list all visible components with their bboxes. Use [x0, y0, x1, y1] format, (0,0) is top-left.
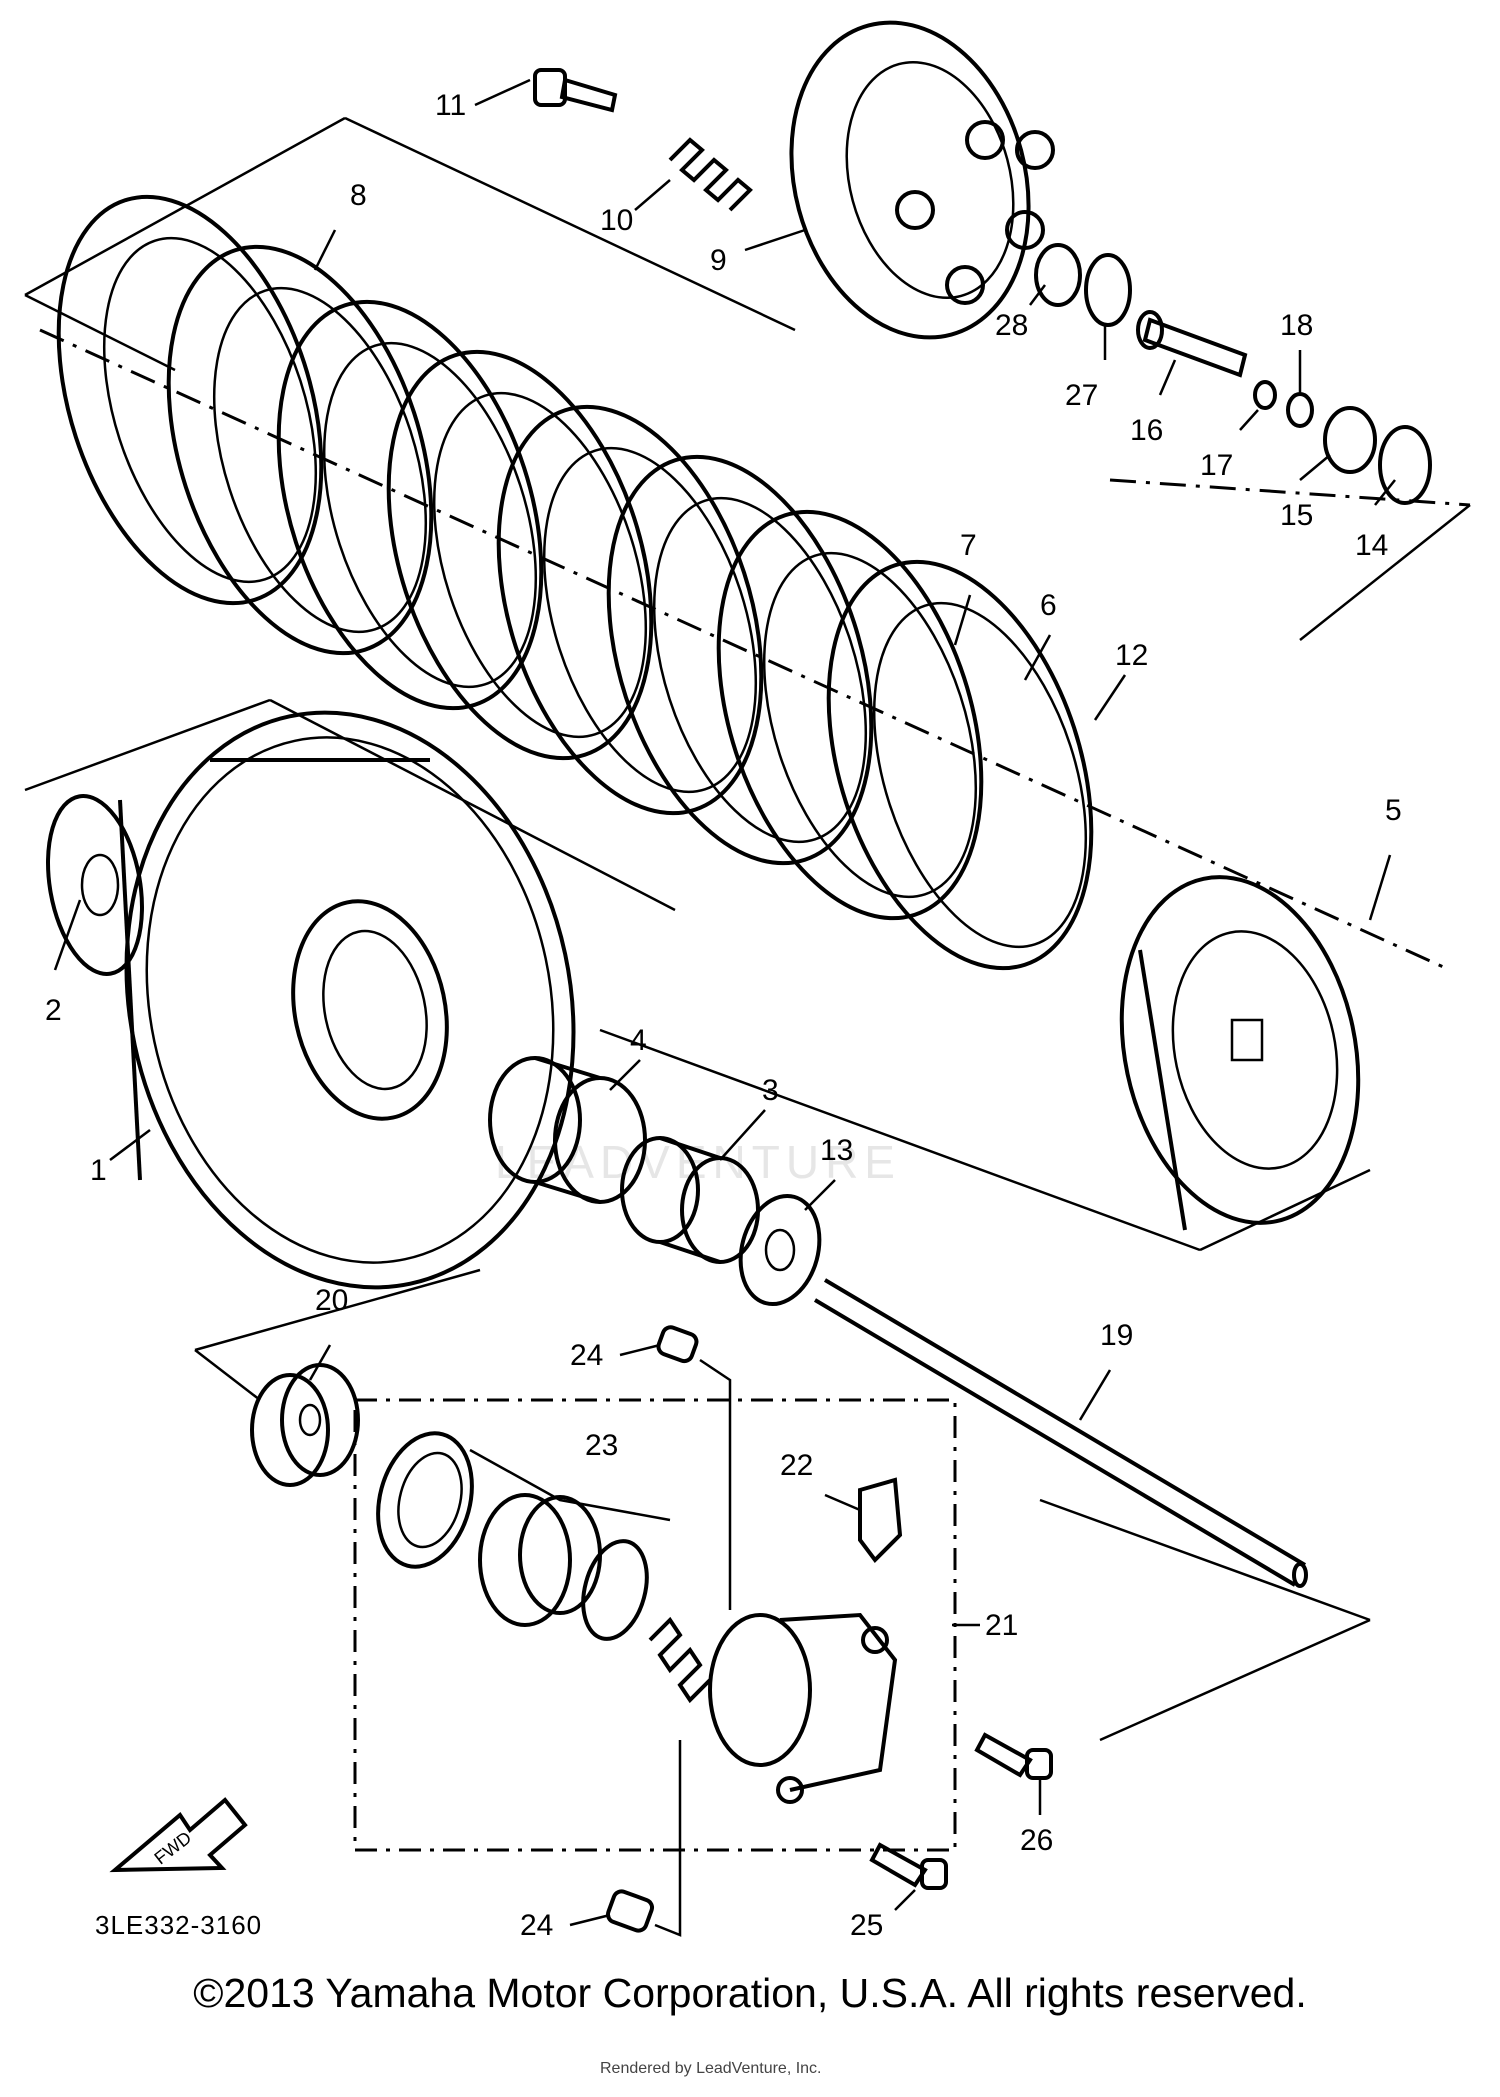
- dowel-pin-lower: [605, 1740, 682, 1937]
- callout-4: 4: [630, 1024, 647, 1057]
- bolt-26: [974, 1732, 1053, 1780]
- callout-20: 20: [315, 1284, 348, 1317]
- thrust-washer-13: [738, 1193, 822, 1307]
- clutch-spring: [668, 137, 753, 212]
- callout-19: 19: [1100, 1319, 1133, 1352]
- callout-24-lower: 24: [520, 1909, 553, 1942]
- clutch-boss: [1119, 875, 1361, 1231]
- diagram-code: 3LE332-3160: [95, 1910, 263, 1940]
- pushrod-hardware: [1034, 243, 1432, 505]
- fwd-arrow-icon: [109, 1797, 248, 1873]
- callout-10: 10: [600, 204, 633, 237]
- clutch-housing: [118, 710, 576, 1290]
- push-rod: [813, 1278, 1308, 1588]
- piston-kit: [376, 1431, 671, 1641]
- bleed-screw: [858, 1477, 903, 1564]
- callout-25-label: 25: [850, 1909, 883, 1942]
- callout-22: 22: [780, 1449, 813, 1482]
- bolt-25: [869, 1842, 948, 1890]
- callout-18: 18: [1280, 309, 1313, 342]
- callout-26-label: 26: [1020, 1824, 1053, 1857]
- callout-7: 7: [960, 529, 977, 562]
- callout-12: 12: [1115, 639, 1148, 672]
- callout-13: 13: [820, 1134, 853, 1167]
- thrust-washer: [46, 794, 144, 976]
- release-cylinder-body: [708, 1612, 898, 1804]
- callout-24-upper: 24: [570, 1339, 603, 1372]
- rendered-by-note: Rendered by LeadVenture, Inc.: [600, 2060, 822, 2077]
- callout-2: 2: [45, 994, 62, 1027]
- leader-lines: [53, 78, 1396, 1927]
- callout-14: 14: [1355, 529, 1388, 562]
- callout-1: 1: [90, 1154, 107, 1187]
- copyright-notice: ©2013 Yamaha Motor Corporation, U.S.A. A…: [193, 1970, 1307, 2016]
- callout-15: 15: [1280, 499, 1313, 532]
- watermark-text: LEADVENTURE: [495, 1136, 901, 1188]
- oil-seal: [250, 1363, 360, 1487]
- callout-3: 3: [762, 1074, 779, 1107]
- axis-line: [39, 328, 1451, 972]
- pressure-plate: [789, 20, 1055, 340]
- callout-27: 27: [1065, 379, 1098, 412]
- callout-23: 23: [585, 1429, 618, 1462]
- clutch-plate-stack: [56, 194, 1094, 971]
- assembly-frame-upper: [24, 116, 1471, 1252]
- callout-28: 28: [995, 309, 1028, 342]
- callout-numbers: 11 10 8 9 28 27 16 17 18 15 14 7 6 12 5 …: [45, 89, 1402, 1942]
- assembly-frame-lower: [194, 1268, 1371, 1742]
- callout-17: 17: [1200, 449, 1233, 482]
- piston-spring: [648, 1616, 712, 1704]
- dowel-pin-upper: [656, 1325, 732, 1610]
- callout-5: 5: [1385, 794, 1402, 827]
- callout-11: 11: [435, 89, 466, 122]
- callout-16: 16: [1130, 414, 1163, 447]
- clutch-bolt: [533, 68, 618, 113]
- callout-8: 8: [350, 179, 367, 212]
- callout-21: 21: [985, 1609, 1018, 1642]
- callout-6: 6: [1040, 589, 1057, 622]
- callout-9: 9: [710, 244, 727, 277]
- release-cylinder-box: [353, 1398, 957, 1852]
